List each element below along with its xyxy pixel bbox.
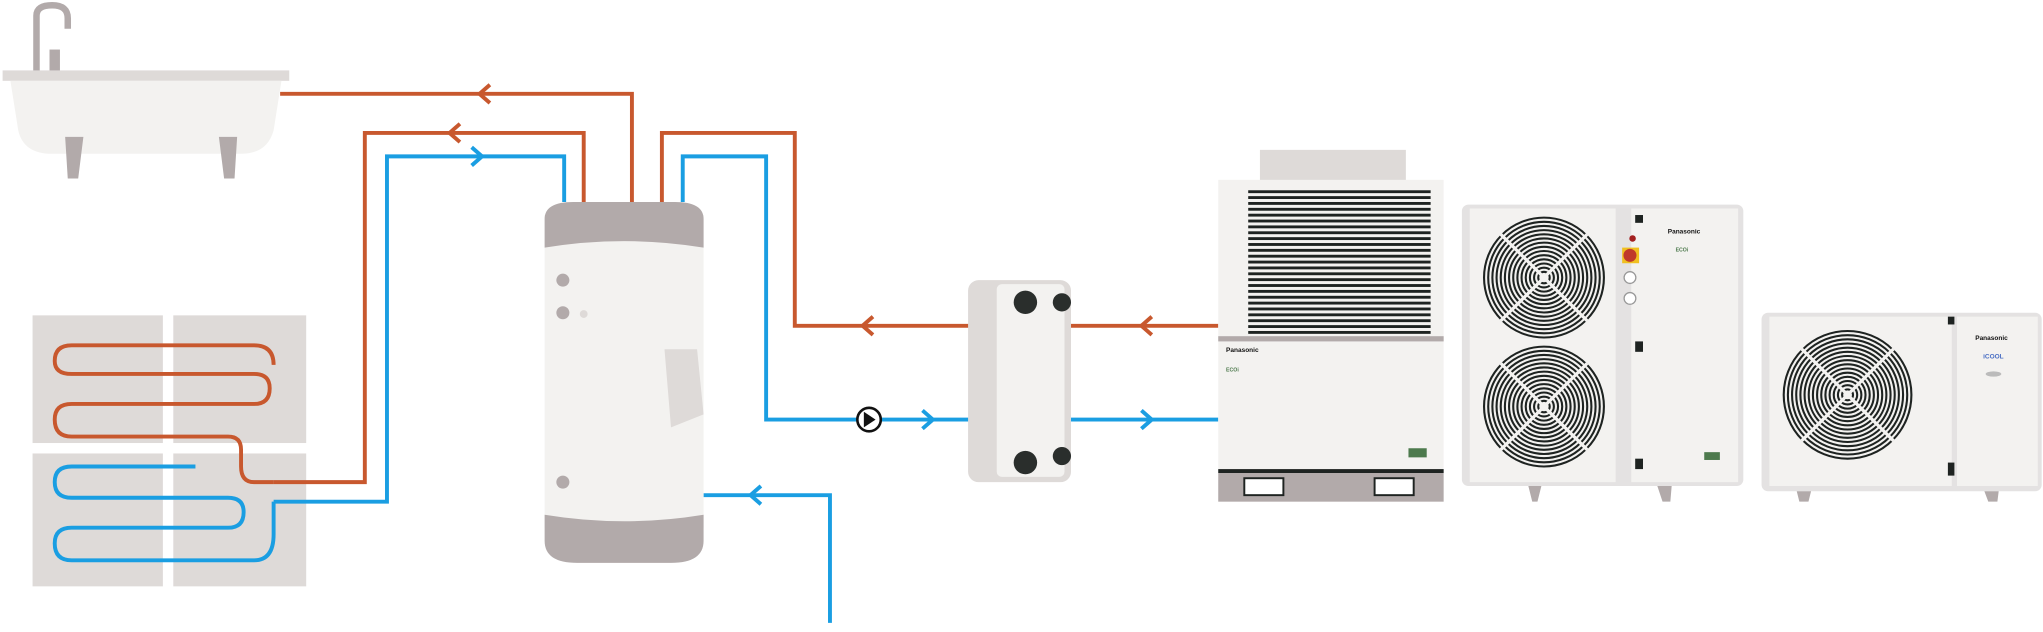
heat-pump-unit-3: Panasonic iCOOL (1761, 312, 2042, 502)
unit1-model: ECOi (1226, 367, 1239, 373)
arrow-left-icon (476, 83, 492, 105)
hot-pipe-unit (1048, 323, 1219, 376)
floor-cold-loop (52, 464, 276, 563)
underfloor-heating (32, 315, 307, 587)
heat-pump-unit-1: Panasonic ECOi (1218, 149, 1444, 502)
arrow-left-icon (1138, 315, 1154, 337)
fan-icon (1782, 329, 1913, 460)
pipes (273, 91, 1219, 623)
unit2-brand: Panasonic (1668, 228, 1701, 235)
fan-icon (1482, 345, 1605, 468)
cold-pipe-unit (1048, 375, 1219, 422)
unit3-brand: Panasonic (1975, 335, 2008, 342)
arrow-right-icon (1140, 408, 1155, 431)
hot-water-tank (544, 201, 704, 563)
cold-pipe-exchanger (680, 154, 993, 422)
cold-water-inlet (703, 493, 832, 623)
arrow-left-icon (446, 122, 462, 144)
unit3-model: iCOOL (1983, 353, 2004, 360)
plate-heat-exchanger (968, 280, 1072, 483)
pump-icon (856, 406, 883, 433)
hot-pipe-bath (280, 91, 634, 202)
arrow-right-icon (470, 145, 486, 167)
hot-pipe-floor (273, 130, 586, 485)
fan-icon (1482, 216, 1605, 339)
arrow-left-icon (859, 315, 875, 337)
cold-pipe-floor (273, 154, 567, 504)
flow-arrows (446, 83, 1155, 506)
hot-pipe-exchanger (659, 130, 993, 376)
faucet (33, 1, 72, 72)
arrow-left-icon (747, 484, 763, 506)
heat-pump-unit-2: Panasonic ECOi (1461, 204, 1744, 502)
bathtub (2, 1, 290, 179)
unit1-brand: Panasonic (1226, 347, 1259, 354)
floor-hot-loop (52, 343, 276, 485)
arrow-right-icon (921, 408, 936, 431)
unit2-model: ECOi (1676, 248, 1689, 254)
